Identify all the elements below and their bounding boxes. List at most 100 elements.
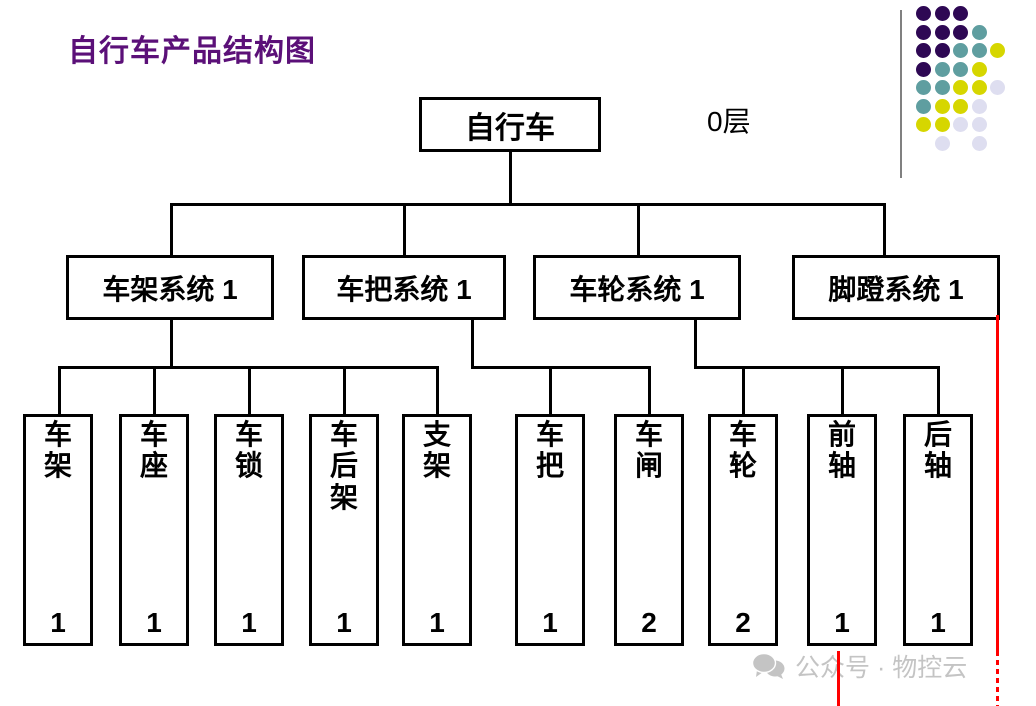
logo-dot <box>934 98 950 114</box>
connector-level1-bus <box>170 203 886 206</box>
logo-dot <box>971 61 987 77</box>
connector-drop-leaf-7 <box>648 366 651 416</box>
node-leaf-rear-axle[interactable]: 后轴 1 <box>903 414 973 646</box>
node-leaf-name: 车座 <box>139 419 168 482</box>
node-leaf-name: 支架 <box>422 419 451 482</box>
connector-drop-level1-4 <box>883 203 886 255</box>
watermark-text: 公众号 · 物控云 <box>795 654 968 682</box>
connector-drop-level1-2 <box>403 203 406 255</box>
logo-dot <box>971 43 987 58</box>
logo-dot <box>953 61 968 77</box>
node-leaf-handlebar[interactable]: 车把 1 <box>515 414 585 646</box>
node-leaf-front-axle[interactable]: 前轴 1 <box>807 414 877 646</box>
logo-dot <box>971 24 987 40</box>
logo-dot <box>916 117 931 132</box>
logo-dot <box>934 24 950 40</box>
logo-dot <box>971 135 987 151</box>
connector-root-stem <box>509 150 512 206</box>
connector-drop-leaf-4 <box>343 366 346 416</box>
node-level1-label: 车架系统 1 <box>102 273 238 305</box>
node-leaf-seat[interactable]: 车座 1 <box>119 414 189 646</box>
node-leaf-name: 后轴 <box>923 419 952 482</box>
logo-dot <box>916 61 931 77</box>
node-leaf-name: 车锁 <box>234 419 263 482</box>
node-leaf-qty: 2 <box>735 607 751 638</box>
logo-dot <box>990 43 1005 58</box>
node-leaf-name: 车把 <box>535 419 564 482</box>
logo-dot <box>916 6 931 21</box>
logo-dot <box>971 117 987 132</box>
logo-dot <box>953 6 968 21</box>
node-leaf-name: 车架 <box>43 419 72 482</box>
red-marker-right-solid <box>996 315 999 651</box>
node-leaf-wheel[interactable]: 车轮 2 <box>708 414 778 646</box>
connector-drop-leaf-10 <box>937 366 940 416</box>
logo-dot <box>934 80 950 95</box>
node-level1-wheel-system[interactable]: 车轮系统 1 <box>533 255 741 320</box>
logo-dot <box>916 98 931 114</box>
connector-drop-leaf-2 <box>153 366 156 416</box>
red-marker-bottom-solid <box>837 651 840 706</box>
connector-stem-handlebar-system <box>471 319 474 369</box>
logo-dot-grid <box>916 6 1036 181</box>
node-leaf-qty: 1 <box>930 607 946 638</box>
node-leaf-qty: 1 <box>336 607 352 638</box>
node-leaf-qty: 1 <box>241 607 257 638</box>
logo-dot <box>934 43 950 58</box>
wechat-icon <box>752 653 785 679</box>
node-root-label: 自行车 <box>465 111 555 145</box>
node-leaf-rear-rack[interactable]: 车后架 1 <box>309 414 379 646</box>
logo-dot <box>971 80 987 95</box>
connector-drop-level1-1 <box>170 203 173 255</box>
logo-dot <box>953 117 968 132</box>
connector-level2-bus-wheel <box>694 366 940 369</box>
logo-dot <box>934 61 950 77</box>
connector-drop-leaf-5 <box>436 366 439 416</box>
red-marker-right-dotted <box>996 651 999 706</box>
node-leaf-name: 车轮 <box>728 419 757 482</box>
node-leaf-qty: 1 <box>429 607 445 638</box>
node-leaf-qty: 1 <box>834 607 850 638</box>
connector-drop-leaf-3 <box>248 366 251 416</box>
logo-dot <box>916 24 931 40</box>
node-leaf-lock[interactable]: 车锁 1 <box>214 414 284 646</box>
logo-dot <box>953 80 968 95</box>
node-leaf-name: 前轴 <box>827 419 856 482</box>
logo-dot <box>934 6 950 21</box>
connector-drop-leaf-1 <box>58 366 61 416</box>
node-leaf-stand[interactable]: 支架 1 <box>402 414 472 646</box>
node-level1-handlebar-system[interactable]: 车把系统 1 <box>302 255 506 320</box>
page-title: 自行车产品结构图 <box>68 35 316 68</box>
node-root-bicycle[interactable]: 自行车 <box>419 97 601 152</box>
node-leaf-brake[interactable]: 车闸 2 <box>614 414 684 646</box>
connector-drop-leaf-9 <box>841 366 844 416</box>
logo-dot <box>934 117 950 132</box>
logo-dot <box>990 80 1005 95</box>
level-label-0: 0层 <box>707 106 751 137</box>
logo-dot <box>916 43 931 58</box>
logo-dot <box>971 98 987 114</box>
logo-dot <box>953 43 968 58</box>
logo-divider-rule <box>900 10 902 178</box>
node-leaf-qty: 1 <box>146 607 162 638</box>
node-leaf-frame[interactable]: 车架 1 <box>23 414 93 646</box>
node-leaf-qty: 1 <box>50 607 66 638</box>
connector-level2-bus-handlebar <box>471 366 651 369</box>
logo-dot <box>934 135 950 151</box>
connector-drop-leaf-8 <box>742 366 745 416</box>
connector-drop-leaf-6 <box>549 366 552 416</box>
node-level1-frame-system[interactable]: 车架系统 1 <box>66 255 274 320</box>
node-leaf-qty: 1 <box>542 607 558 638</box>
node-leaf-name: 车后架 <box>329 419 358 513</box>
node-level1-label: 车把系统 1 <box>336 273 472 305</box>
logo-dot <box>953 24 968 40</box>
connector-stem-wheel-system <box>694 319 697 369</box>
connector-drop-level1-3 <box>637 203 640 255</box>
node-level1-pedal-system[interactable]: 脚蹬系统 1 <box>792 255 1000 320</box>
node-leaf-qty: 2 <box>641 607 657 638</box>
connector-stem-frame-system <box>170 319 173 369</box>
node-leaf-name: 车闸 <box>634 419 663 482</box>
node-level1-label: 车轮系统 1 <box>569 273 705 305</box>
watermark: 公众号 · 物控云 <box>752 648 967 684</box>
